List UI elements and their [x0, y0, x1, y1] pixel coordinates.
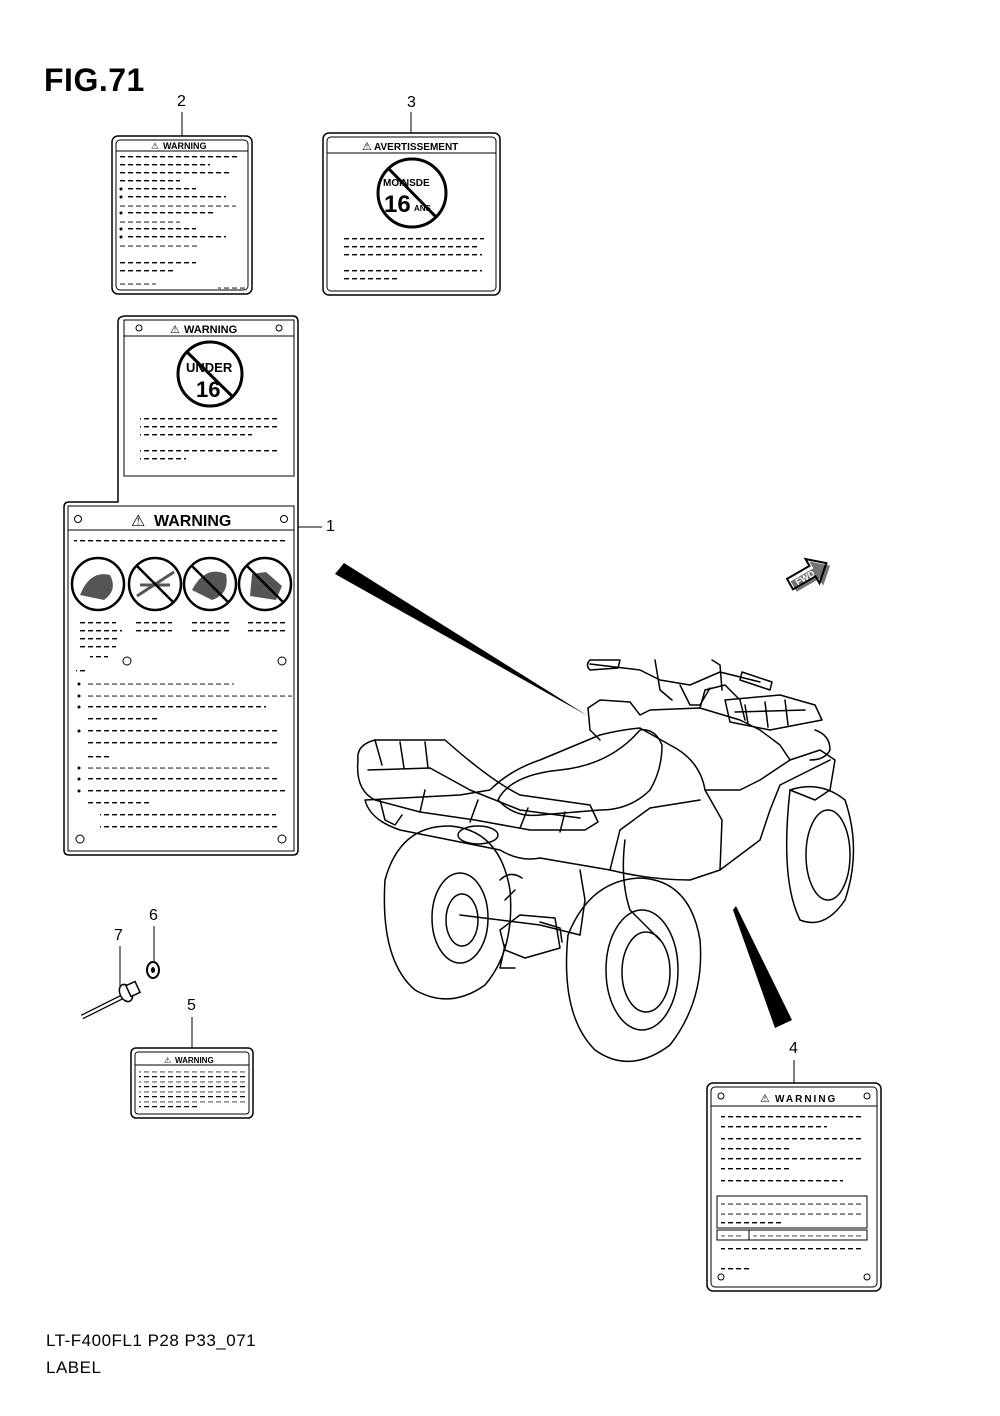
no-under-16-sign: UNDER 16	[176, 340, 244, 408]
label-5-text-lines	[139, 1071, 245, 1108]
rivet-part-7	[80, 946, 142, 1020]
label-2-header: WARNING	[163, 141, 207, 151]
no-under-16-sign-fr: MOINSDE 16 ANS	[376, 157, 448, 229]
callout-5: 5	[187, 997, 196, 1014]
svg-text:ANS: ANS	[414, 204, 432, 213]
warning-icon: ⚠	[131, 513, 145, 530]
atv-vehicle	[356, 659, 855, 1062]
fwd-direction-arrow: FWD	[785, 557, 831, 592]
warning-icon: ⚠	[760, 1093, 770, 1105]
svg-text:MOINSDE: MOINSDE	[383, 178, 430, 189]
rear-rack	[356, 739, 599, 833]
rear-wheel	[383, 825, 512, 1000]
figure-caption: LABEL	[46, 1358, 102, 1377]
leader-wedge-label-4	[733, 906, 792, 1028]
no-drugs-alcohol-pictogram	[182, 556, 238, 612]
warning-icon: ⚠	[151, 141, 159, 151]
label-4-header: WARNING	[775, 1094, 837, 1105]
handlebar	[586, 659, 773, 706]
warning-icon: ⚠	[170, 324, 180, 336]
callout-1: 1	[326, 518, 335, 535]
callout-2: 2	[177, 93, 186, 110]
label-1: ⚠ WARNING UNDER 16 ⚠ WARNING	[63, 315, 322, 856]
svg-text:16: 16	[384, 191, 411, 218]
label-3: ⚠ AVERTISSEMENT MOINSDE 16 ANS	[322, 112, 501, 296]
model-code: LT-F400FL1 P28 P33_071	[46, 1331, 257, 1350]
label-2-text-lines	[119, 156, 246, 289]
washer-part-6	[146, 926, 160, 979]
body-fender	[364, 727, 836, 881]
label-1-main-text-lines	[75, 622, 292, 844]
no-passenger-pictogram	[70, 556, 126, 612]
label-3-text-lines	[342, 238, 484, 280]
label-1-main-header: WARNING	[154, 513, 231, 530]
warning-icon: ⚠	[362, 141, 372, 153]
callout-6: 6	[149, 907, 158, 924]
callout-3: 3	[407, 94, 416, 111]
figure-title: FIG.71	[44, 62, 145, 98]
label-5-header: WARNING	[175, 1056, 214, 1065]
front-rack	[724, 694, 831, 761]
label-4: ⚠ WARNING	[706, 1060, 882, 1292]
label-2: ⚠ WARNING	[111, 112, 253, 295]
leader-wedge-label-1	[335, 563, 588, 716]
label-4-text-lines	[716, 1116, 868, 1270]
no-paved-road-pictogram	[127, 556, 183, 612]
callout-7: 7	[114, 927, 123, 944]
callout-4: 4	[789, 1040, 798, 1057]
far-front-wheel	[785, 785, 855, 924]
helmet-required-pictogram	[237, 556, 293, 612]
label-1-top-text-lines	[140, 418, 280, 460]
pictogram-row	[70, 556, 293, 612]
seat	[497, 729, 663, 817]
front-wheel	[565, 877, 702, 1062]
warning-icon: ⚠	[164, 1056, 171, 1065]
label-1-top-header: WARNING	[184, 324, 237, 336]
label-5: ⚠ WARNING	[130, 1017, 254, 1119]
label-3-header: AVERTISSEMENT	[374, 142, 458, 153]
